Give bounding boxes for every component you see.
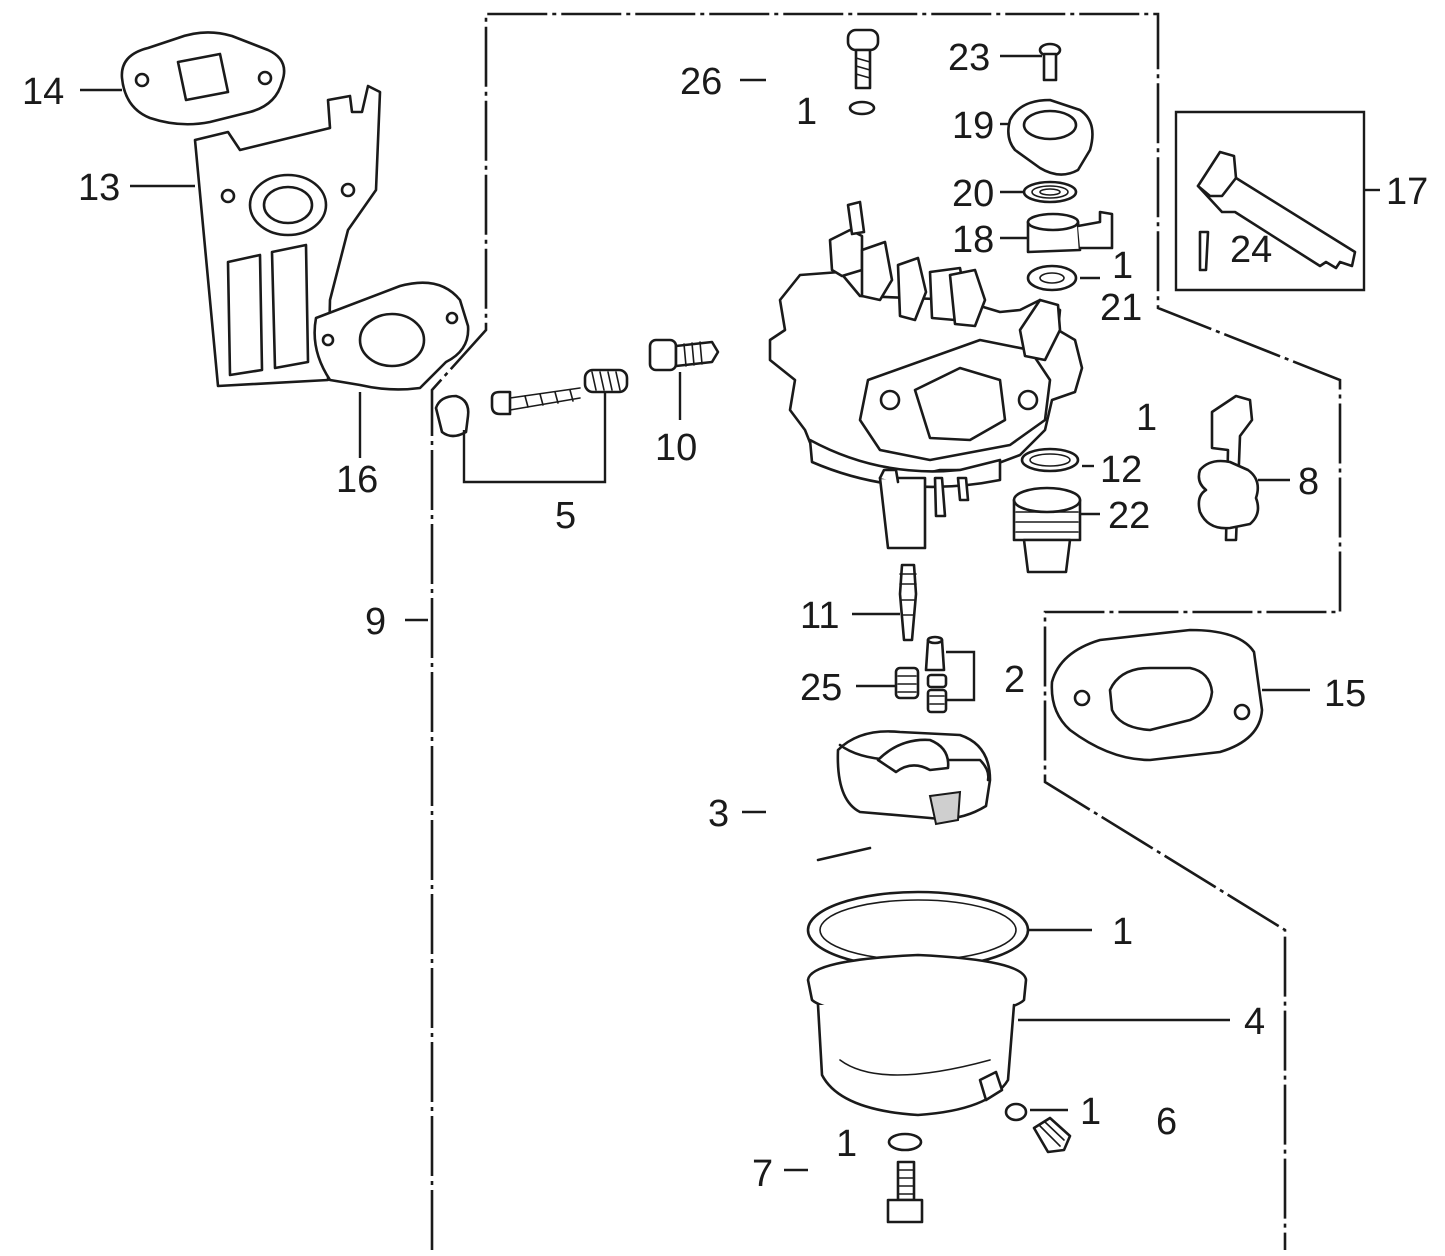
callout-5: 5 (555, 495, 576, 537)
leader-lines (80, 54, 1380, 1172)
part-15-gasket (1050, 628, 1264, 762)
callout-8: 8 (1298, 461, 1319, 503)
callout-23: 23 (948, 37, 990, 79)
part-25-jet (894, 666, 920, 700)
part-10-screw (648, 338, 720, 372)
callout-1-bolt: 1 (836, 1123, 857, 1165)
part-2-needle-jet (924, 635, 948, 714)
part-21-seal (1026, 264, 1078, 292)
callout-2: 2 (1004, 659, 1025, 701)
callout-1-oring: 1 (1136, 397, 1157, 439)
callout-21: 21 (1100, 287, 1142, 329)
callout-25: 25 (800, 667, 842, 709)
part-14-gasket (120, 31, 286, 126)
callout-3: 3 (708, 793, 729, 835)
callout-10: 10 (655, 427, 697, 469)
callout-12: 12 (1100, 449, 1142, 491)
carburetor-body (768, 200, 1084, 550)
callout-9: 9 (365, 601, 386, 643)
callout-15: 15 (1324, 673, 1366, 715)
callout-26: 26 (680, 61, 722, 103)
callout-7: 7 (752, 1153, 773, 1195)
part-5-pilot-screw-set (434, 368, 629, 438)
part-20-spring (1022, 180, 1078, 204)
assembly-boundary (430, 12, 1342, 1250)
part-6-drain-screw (1004, 1102, 1072, 1154)
callout-18: 18 (952, 219, 994, 261)
callout-labels: 14 13 16 5 10 26 1 23 19 20 18 1 21 17 2… (22, 37, 1428, 1195)
part-7-bolt (886, 1132, 924, 1224)
part-12-oring (1020, 447, 1080, 473)
callout-14: 14 (22, 71, 64, 113)
callout-22: 22 (1108, 495, 1150, 537)
part-23-screw (1038, 42, 1062, 82)
part-17-inset-box (1174, 110, 1366, 292)
callout-20: 20 (952, 173, 994, 215)
part-18-diaphragm (1026, 210, 1114, 254)
part-16-gasket (313, 281, 470, 391)
callout-6: 6 (1156, 1101, 1177, 1143)
part-8-lever (1197, 394, 1260, 542)
part-26-screw (846, 28, 880, 116)
callout-24: 24 (1230, 229, 1272, 271)
part-11-tube (898, 563, 918, 642)
callout-11: 11 (800, 595, 839, 637)
part-22-cap (1012, 486, 1082, 574)
callout-19: 19 (952, 105, 994, 147)
part-4-float-bowl (806, 890, 1030, 1117)
part-19-cover (1007, 98, 1094, 176)
callout-1-bowl: 1 (1112, 911, 1133, 953)
callout-1-needle: 1 (1112, 245, 1133, 287)
part-13-insulator (193, 84, 382, 388)
callout-1-jet: 1 (796, 91, 817, 133)
callout-16: 16 (336, 459, 378, 501)
callout-17: 17 (1386, 171, 1428, 213)
callout-1-drain: 1 (1080, 1091, 1101, 1133)
callout-13: 13 (78, 167, 120, 209)
callout-4: 4 (1244, 1001, 1265, 1043)
part-3-float (816, 730, 992, 862)
